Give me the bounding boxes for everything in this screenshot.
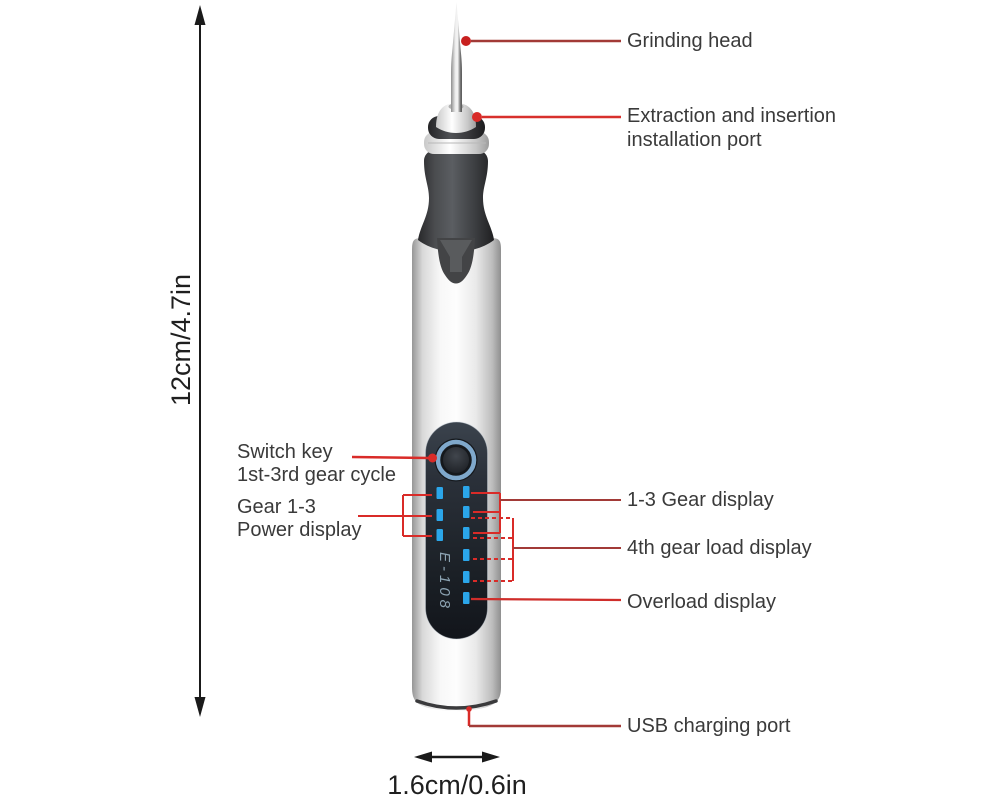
led-indicator [463, 527, 470, 539]
label-4th-gear-load: 4th gear load display [627, 537, 812, 559]
leader-switch-key [351, 453, 437, 463]
leader-lines [351, 36, 622, 728]
collet-cone [436, 103, 476, 133]
bracket-gear-display [471, 492, 621, 534]
rubber-grip [418, 146, 494, 252]
label-gear-power-line2: Power display [237, 519, 362, 541]
switch-button [434, 438, 478, 482]
label-usb-port: USB charging port [627, 715, 791, 737]
height-dimension-label: 12cm/4.7in [166, 273, 196, 407]
model-number: E-108 [436, 552, 453, 612]
led-indicator [463, 571, 470, 583]
height-dimension-arrow [194, 5, 206, 717]
led-indicator [463, 506, 470, 518]
label-gear-power: Gear 1-3 Power display [237, 496, 362, 542]
label-overload: Overload display [627, 591, 776, 613]
pen-device: E-108 [412, 2, 501, 712]
label-extraction-line2: installation port [627, 128, 762, 151]
label-switch-key-line1: Switch key [237, 441, 333, 463]
label-extraction-port: Extraction and insertion installation po… [627, 105, 836, 152]
label-grinding-head: Grinding head [627, 30, 753, 52]
leader-usb-port [466, 706, 621, 728]
label-switch-key: Switch key 1st-3rd gear cycle [237, 441, 396, 487]
label-gear-power-line1: Gear 1-3 [237, 496, 316, 518]
bracket-gear-power [358, 494, 432, 537]
led-indicator [436, 509, 443, 521]
pen-bottom-edge [415, 699, 498, 710]
led-indicator [463, 486, 470, 498]
label-gear-display: 1-3 Gear display [627, 489, 774, 511]
leader-extraction-port [472, 112, 621, 122]
grinding-head-bit [451, 2, 462, 112]
grip-notch-facet [440, 240, 472, 272]
width-dimension-arrow [414, 751, 500, 763]
width-dimension-label: 1.6cm/0.6in [387, 770, 527, 800]
led-indicator [436, 529, 443, 541]
led-indicator [436, 487, 443, 499]
led-grid [436, 486, 470, 604]
leader-grinding-head [461, 36, 621, 46]
bracket-4th-gear [471, 517, 621, 582]
led-indicator [463, 592, 470, 604]
led-indicator [463, 549, 470, 561]
label-extraction-line1: Extraction and insertion [627, 105, 837, 127]
control-panel [425, 421, 488, 640]
label-switch-key-line2: 1st-3rd gear cycle [237, 464, 396, 486]
leader-overload [470, 597, 622, 602]
